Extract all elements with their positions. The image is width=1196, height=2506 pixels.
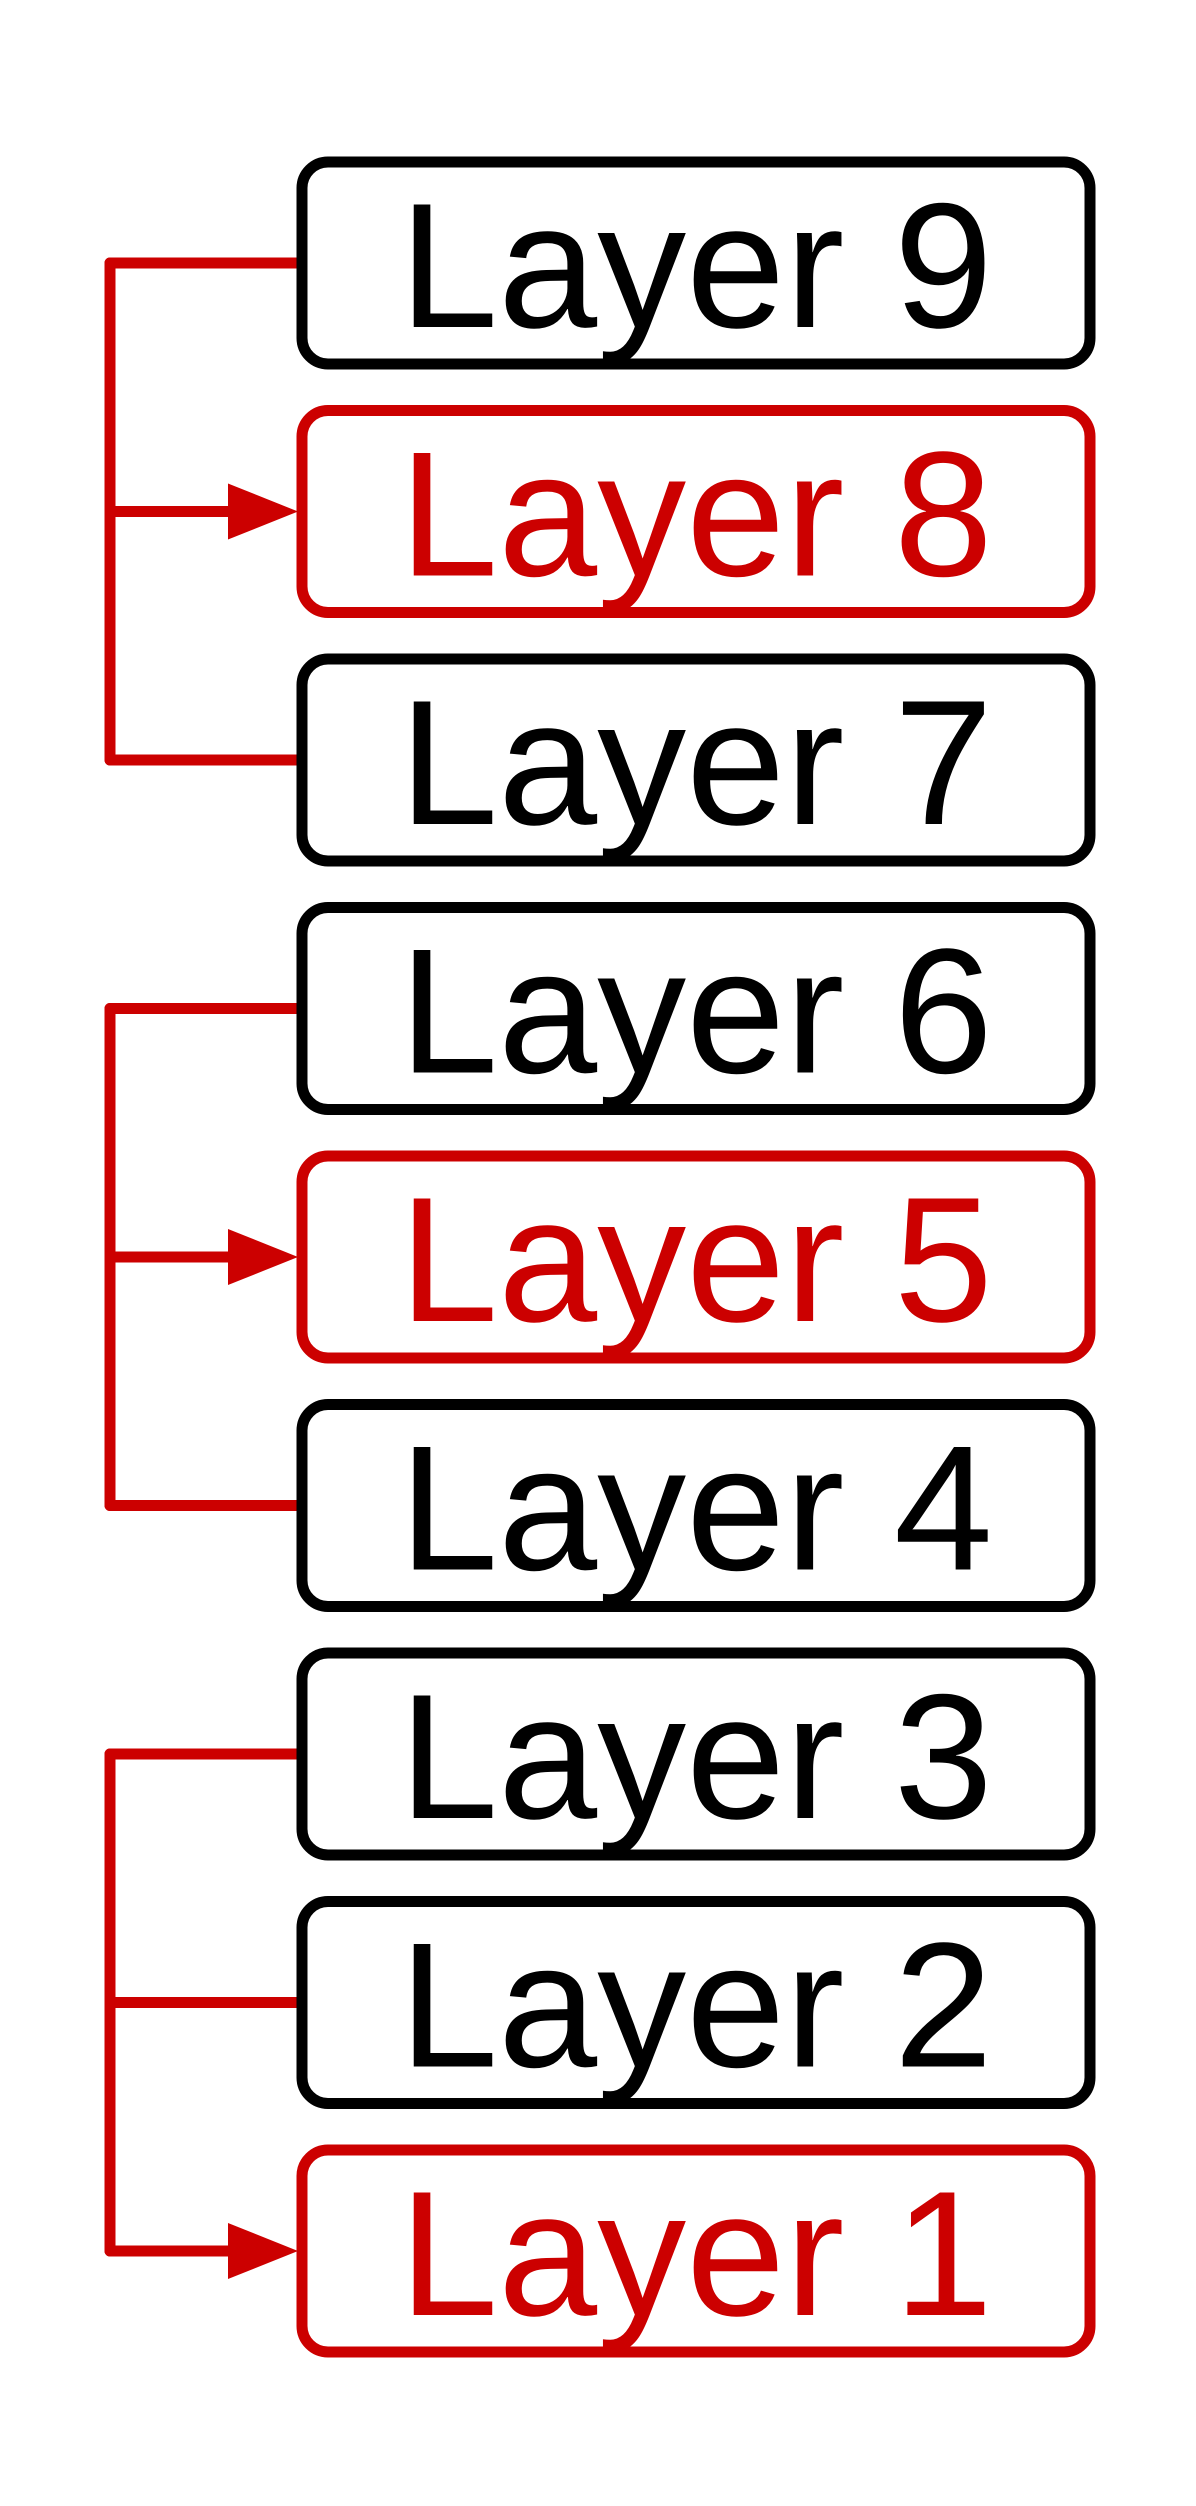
connector-group-3 — [104, 1748, 308, 2279]
layer-6-node: Layer 6 — [296, 902, 1096, 1115]
layer-4-label: Layer 4 — [399, 1409, 993, 1608]
layer-1-label: Layer 1 — [399, 2154, 993, 2353]
layer-6-label: Layer 6 — [399, 912, 993, 1111]
layer-5-node: Layer 5 — [296, 1150, 1096, 1364]
layer-stack: Layer 9 Layer 8 Layer 7 Layer 6 Layer 5 Layer… — [296, 156, 1096, 2358]
layer-9-box — [296, 156, 1096, 370]
layer-2-node: Layer 2 — [296, 1896, 1096, 2109]
layer-8-label: Layer 8 — [399, 415, 993, 614]
arrowhead-to-layer-8 — [228, 483, 298, 540]
layer-5-box — [296, 1150, 1096, 1364]
layer-1-box — [296, 2144, 1096, 2358]
layer-6-box — [296, 902, 1096, 1115]
connectors — [104, 257, 308, 2279]
layer-1-node: Layer 1 — [296, 2144, 1096, 2358]
layer-9-node: Layer 9 — [296, 156, 1096, 370]
layer-2-label: Layer 2 — [399, 1906, 993, 2105]
connector-group-1 — [104, 257, 308, 766]
layer-5-label: Layer 5 — [399, 1160, 993, 1359]
layer-7-label: Layer 7 — [399, 663, 993, 862]
layer-4-node: Layer 4 — [296, 1399, 1096, 1612]
layer-8-box — [296, 405, 1096, 618]
layer-3-label: Layer 3 — [399, 1657, 993, 1856]
layer-8-node: Layer 8 — [296, 405, 1096, 618]
layer-3-box — [296, 1647, 1096, 1861]
connector-group-2 — [104, 1003, 308, 1511]
arrowhead-to-layer-1 — [228, 2223, 298, 2279]
layer-9-label: Layer 9 — [399, 166, 993, 365]
layer-4-box — [296, 1399, 1096, 1612]
layer-2-box — [296, 1896, 1096, 2109]
layer-3-node: Layer 3 — [296, 1647, 1096, 1861]
layer-7-box — [296, 653, 1096, 867]
arrowhead-to-layer-5 — [228, 1229, 298, 1285]
layer-7-node: Layer 7 — [296, 653, 1096, 867]
